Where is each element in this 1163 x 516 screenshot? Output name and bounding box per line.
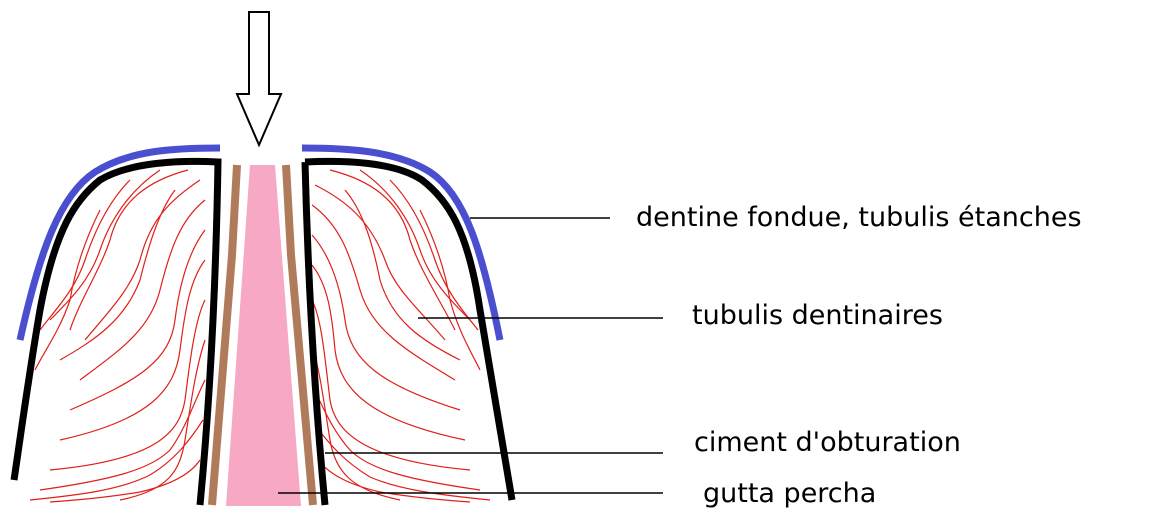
label-molten-dentin: dentine fondue, tubulis étanches: [636, 202, 1082, 233]
cement-right: [282, 164, 317, 506]
dentinal-tubules-right: [311, 169, 491, 503]
dentin-wall-right: [301, 157, 516, 506]
label-gutta-percha: gutta percha: [703, 478, 876, 509]
gutta-percha-core: [226, 165, 301, 506]
dentinal-tubules-left: [29, 169, 206, 503]
cement-left: [208, 164, 241, 506]
label-dentinal-tubules: tubulis dentinaires: [692, 300, 943, 331]
down-arrow-icon: [235, 11, 283, 148]
dentin-wall-left: [10, 157, 222, 506]
label-sealing-cement: ciment d'obturation: [694, 427, 961, 458]
molten-dentin-layer-left: [16, 144, 221, 341]
molten-dentin-layer-right: [301, 144, 504, 341]
